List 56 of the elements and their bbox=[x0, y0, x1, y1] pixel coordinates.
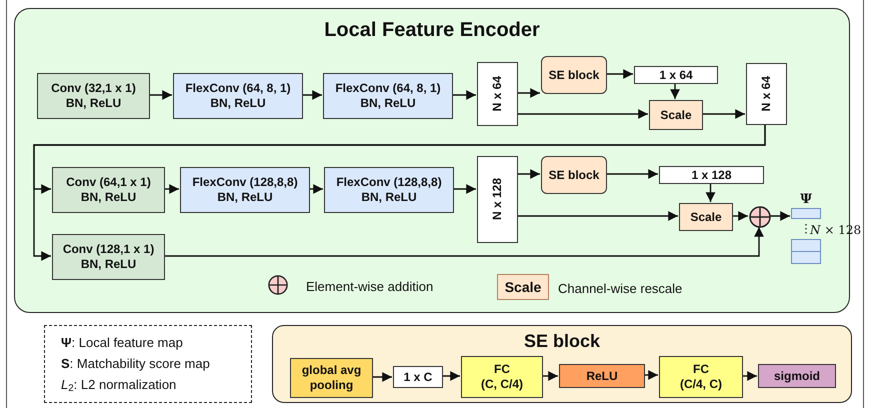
arrow bbox=[770, 211, 790, 221]
arrow bbox=[453, 184, 476, 194]
arrow bbox=[372, 372, 392, 382]
arrow bbox=[442, 371, 460, 381]
scale-block: Scale bbox=[679, 203, 733, 231]
arrow bbox=[164, 184, 179, 194]
arrow bbox=[606, 169, 658, 179]
flexconv-block: FlexConv (128,8,8) BN, ReLU bbox=[324, 167, 454, 213]
arrow bbox=[164, 227, 764, 257]
arrow bbox=[302, 90, 322, 100]
sigmoid-block: sigmoid bbox=[758, 364, 836, 388]
panel-title: Local Feature Encoder bbox=[323, 18, 541, 43]
tensor-box: N x 64 bbox=[746, 63, 787, 125]
relu-block: ReLU bbox=[559, 364, 645, 388]
fc-block: FC (C, C/4) bbox=[461, 356, 543, 398]
tensor-box: N x 128 bbox=[477, 156, 518, 243]
arrow bbox=[517, 109, 648, 119]
arrow bbox=[33, 124, 766, 261]
flexconv-block: FlexConv (64, 8, 1) BN, ReLU bbox=[323, 73, 453, 119]
se-block: SE block bbox=[541, 156, 607, 194]
tensor-box: N x 64 bbox=[477, 62, 518, 126]
flexconv-block: FlexConv (128,8,8) BN, ReLU bbox=[180, 167, 310, 213]
arrow bbox=[517, 88, 540, 98]
arrow bbox=[452, 90, 476, 100]
arrow bbox=[702, 109, 745, 119]
conv-block: Conv (128,1 x 1) BN, ReLU bbox=[52, 234, 165, 280]
legend-text: Channel-wise rescale bbox=[558, 280, 682, 298]
vector-box: 1 x 64 bbox=[634, 66, 718, 84]
pooling-block: global avg pooling bbox=[290, 358, 373, 398]
feature-symbol: Ψ bbox=[800, 193, 812, 207]
se-block: SE block bbox=[541, 56, 607, 94]
conv-block: Conv (32,1 x 1) BN, ReLU bbox=[37, 73, 150, 119]
fc-block: FC (C/4, C) bbox=[659, 356, 743, 398]
arrow bbox=[149, 90, 172, 100]
arrow bbox=[742, 371, 757, 381]
arrow bbox=[644, 370, 658, 380]
legend-swatch: Scale bbox=[497, 274, 549, 300]
flexconv-block: FlexConv (64, 8, 1) BN, ReLU bbox=[173, 73, 303, 119]
arrow bbox=[670, 83, 680, 99]
panel-title: SE block bbox=[522, 330, 602, 353]
arrow bbox=[706, 183, 716, 202]
scale-block: Scale bbox=[649, 100, 703, 130]
arrow bbox=[517, 169, 540, 179]
vector-box: 1 x 128 bbox=[659, 166, 764, 184]
notation-text: Ψ: Local feature map bbox=[61, 334, 184, 352]
se-block-panel bbox=[272, 325, 852, 403]
arrow bbox=[542, 371, 558, 381]
notation-text: S: Matchability score map bbox=[61, 355, 211, 373]
arrow bbox=[517, 211, 678, 221]
vector-box: 1 x C bbox=[393, 366, 443, 388]
arrow bbox=[606, 69, 633, 79]
conv-block: Conv (64,1 x 1) BN, ReLU bbox=[52, 167, 165, 213]
arrow bbox=[309, 184, 323, 194]
legend-text: Element-wise addition bbox=[306, 278, 434, 296]
arrow bbox=[732, 211, 748, 221]
notation-text: L$_{2}$: L2 normalization bbox=[61, 376, 178, 394]
